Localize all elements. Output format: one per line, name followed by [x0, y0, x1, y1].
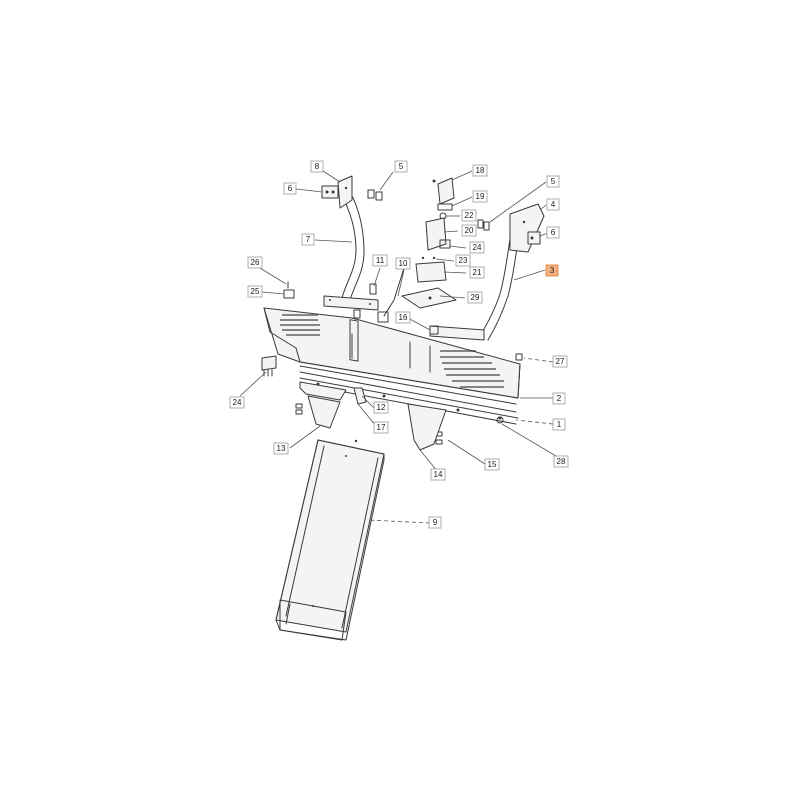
callout: 19: [472, 190, 488, 203]
part-lower-brackets: [299, 381, 504, 451]
callout-label: 17: [377, 423, 386, 432]
callout-label: 1: [557, 420, 562, 429]
part-plate: [401, 287, 457, 309]
part-linkage: [369, 267, 405, 323]
callout-label: 8: [315, 162, 320, 171]
callout-label: 26: [251, 258, 260, 267]
callout-label: 6: [551, 228, 556, 237]
callout: 17: [373, 421, 389, 434]
callout: 15: [484, 458, 500, 471]
callout-label: 11: [376, 256, 385, 265]
callout-label: 28: [557, 457, 566, 466]
callout-label: 29: [471, 293, 480, 302]
callout: 22: [461, 209, 477, 222]
callout-label: 2: [557, 394, 562, 403]
callout-label: 20: [465, 226, 474, 235]
callout: 27: [552, 355, 568, 368]
part-deck: [263, 307, 521, 413]
callout: 29: [467, 291, 483, 304]
callout-label: 7: [306, 235, 311, 244]
callout: 28: [553, 455, 569, 468]
callout: 16: [395, 311, 411, 324]
part-chute: [275, 439, 385, 641]
callout: 5: [546, 175, 560, 188]
callout-label: 5: [551, 177, 556, 186]
callout: 20: [461, 224, 477, 237]
callout: 25: [247, 285, 263, 298]
callout: 6: [283, 182, 297, 195]
callout-label: 9: [433, 518, 438, 527]
callout-label: 6: [288, 184, 293, 193]
callout-label: 5: [399, 162, 404, 171]
callout-label: 12: [377, 403, 386, 412]
callout-label: 4: [551, 200, 556, 209]
callout-label: 18: [476, 166, 485, 175]
callout: 21: [469, 266, 485, 279]
callout: 26: [247, 256, 263, 269]
callout-label: 24: [233, 398, 242, 407]
callout-label: 10: [399, 259, 408, 268]
callout-label: 15: [488, 460, 497, 469]
callout-label: 23: [459, 256, 468, 265]
callout-label: 14: [434, 470, 443, 479]
callout: 11: [372, 254, 388, 267]
part-left-handle: [323, 191, 379, 311]
callout-label: 13: [277, 444, 286, 453]
callout-label: 27: [556, 357, 565, 366]
callout: 23: [455, 254, 471, 267]
callout: 18: [472, 164, 488, 177]
callout-highlighted[interactable]: 3: [545, 264, 559, 277]
callout-label: 22: [465, 211, 474, 220]
callout: 6: [546, 226, 560, 239]
part-screws-left: [367, 189, 383, 201]
callout: 2: [552, 392, 566, 405]
callout-label: 16: [399, 313, 408, 322]
part-clamp-right: [527, 231, 541, 245]
callout: 14: [430, 468, 446, 481]
callout-label: 24: [473, 243, 482, 252]
callout: 9: [428, 516, 442, 529]
callout-label: 21: [473, 268, 482, 277]
callout: 7: [301, 233, 315, 246]
leader-lines: [239, 166, 557, 524]
part-clamp-left: [321, 185, 339, 199]
part-hardware: [261, 281, 523, 445]
part-upper-bracket-right: [509, 203, 545, 253]
callout: 24: [229, 396, 245, 409]
callout-label: 19: [476, 192, 485, 201]
callout: 8: [310, 160, 324, 173]
callout: 24: [469, 241, 485, 254]
part-screws-right: [477, 219, 490, 231]
part-upper-bracket-left: [337, 175, 353, 209]
callout-label: 25: [251, 287, 260, 296]
callout: 13: [273, 442, 289, 455]
callout: 5: [394, 160, 408, 173]
callout: 12: [373, 401, 389, 414]
callout-label: 3: [550, 266, 555, 275]
callout: 1: [552, 418, 566, 431]
part-control-stack: [415, 177, 455, 283]
callout: 10: [395, 257, 411, 270]
callout: 4: [546, 198, 560, 211]
